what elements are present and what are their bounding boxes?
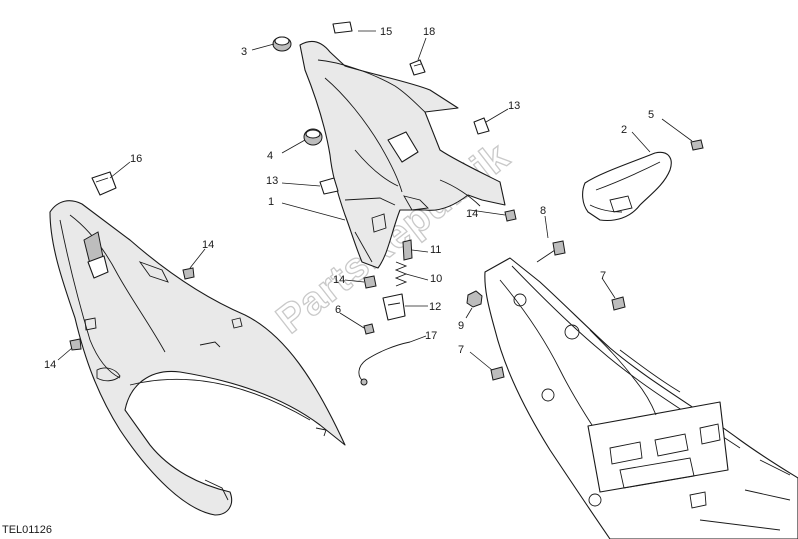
callout-18: 18 bbox=[423, 26, 435, 38]
bracket-part-12 bbox=[382, 293, 406, 321]
callout-14-center: 14 bbox=[333, 274, 345, 286]
grommet-part-4 bbox=[303, 128, 323, 146]
nut-part-14-center bbox=[363, 275, 377, 289]
cable-part-17 bbox=[358, 341, 411, 386]
leader-lines bbox=[57, 30, 693, 371]
spring-part-10 bbox=[394, 261, 408, 287]
callout-14-left-top: 14 bbox=[202, 239, 214, 251]
nut-part-14-left-bottom bbox=[69, 338, 82, 351]
callout-3: 3 bbox=[241, 46, 247, 58]
bolt-part-7-upper bbox=[611, 296, 626, 311]
left-side-panel bbox=[49, 200, 346, 516]
callout-7-lower: 7 bbox=[458, 344, 464, 356]
callout-16: 16 bbox=[130, 153, 142, 165]
callout-14-right: 14 bbox=[466, 208, 478, 220]
bolt-part-7-lower bbox=[490, 366, 505, 381]
nut-part-14-left-top bbox=[182, 267, 195, 280]
nut-part-9 bbox=[466, 290, 483, 308]
callout-1: 1 bbox=[268, 196, 274, 208]
callout-17: 17 bbox=[425, 330, 437, 342]
callout-13-left: 13 bbox=[266, 175, 278, 187]
clip-part-18 bbox=[409, 59, 426, 76]
callout-11: 11 bbox=[430, 244, 441, 256]
callout-7-upper: 7 bbox=[600, 270, 606, 282]
callout-14-left-bottom: 14 bbox=[44, 359, 56, 371]
clip-part-16 bbox=[91, 171, 117, 196]
callout-13-right: 13 bbox=[508, 100, 520, 112]
callout-12: 12 bbox=[429, 301, 441, 313]
bolt-part-5 bbox=[690, 139, 704, 151]
hardware-part-11 bbox=[402, 239, 413, 261]
callout-10: 10 bbox=[430, 273, 442, 285]
grab-handle-part-2 bbox=[582, 151, 672, 222]
rear-subframe bbox=[484, 257, 798, 539]
callout-labels: 15 18 3 13 5 2 4 16 13 1 14 8 11 14 10 7… bbox=[44, 26, 654, 371]
nut-part-14-right bbox=[504, 209, 517, 222]
callout-6: 6 bbox=[335, 304, 341, 316]
screw-part-6 bbox=[363, 323, 375, 335]
callout-8: 8 bbox=[540, 205, 546, 217]
callout-9: 9 bbox=[458, 320, 464, 332]
drawing-code: TEL01126 bbox=[2, 524, 52, 536]
grommet-part-3 bbox=[272, 36, 292, 52]
rear-undertray bbox=[299, 40, 506, 269]
pad-part-15 bbox=[332, 21, 353, 34]
clip-part-13-right bbox=[473, 117, 490, 135]
callout-15: 15 bbox=[380, 26, 392, 38]
callout-4: 4 bbox=[267, 150, 273, 162]
clip-part-13-left bbox=[319, 177, 339, 195]
callout-5: 5 bbox=[648, 109, 654, 121]
callout-2: 2 bbox=[621, 124, 627, 136]
bolt-part-8 bbox=[536, 240, 566, 263]
